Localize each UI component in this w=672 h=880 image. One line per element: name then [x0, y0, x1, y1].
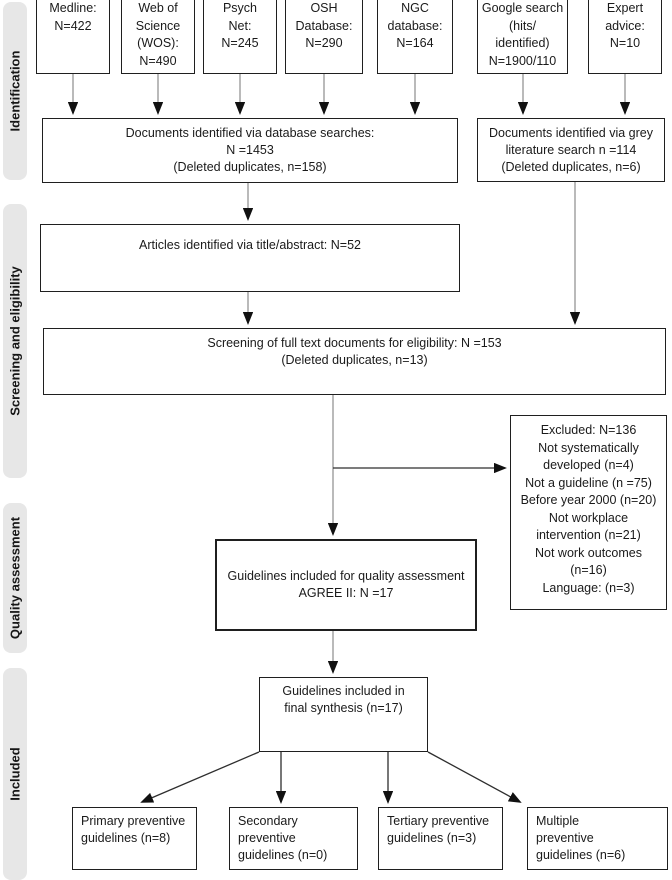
stage-label-quality: Quality assessment — [7, 516, 23, 640]
stage-label-identification: Identification — [7, 50, 23, 132]
source-box-psychnet: Psych Net: N=245 — [203, 0, 277, 74]
title-abstract-box: Articles identified via title/abstract: … — [40, 224, 460, 292]
stage-rail-screening: Screening and eligibility — [3, 204, 27, 478]
final-synthesis-box: Guidelines included in final synthesis (… — [259, 677, 428, 752]
source-box-osh: OSH Database: N=290 — [285, 0, 363, 74]
excluded-box: Excluded: N=136 Not systematically devel… — [510, 415, 667, 610]
stage-label-screening: Screening and eligibility — [7, 266, 23, 416]
outcome-box-tertiary: Tertiary preventive guidelines (n=3) — [378, 807, 503, 870]
outcome-box-primary: Primary preventive guidelines (n=8) — [72, 807, 197, 870]
source-box-expert: Expert advice: N=10 — [588, 0, 662, 74]
stage-rail-quality: Quality assessment — [3, 503, 27, 653]
arrow-synthesis-to-primary — [140, 751, 260, 803]
full-text-screening-box: Screening of full text documents for eli… — [43, 328, 666, 395]
stage-label-included: Included — [7, 747, 23, 801]
database-results-box: Documents identified via database search… — [42, 118, 458, 183]
source-box-web-of-science: Web of Science (WOS): N=490 — [121, 0, 195, 74]
outcome-box-secondary: Secondary preventive guidelines (n=0) — [229, 807, 358, 870]
arrow-synthesis-to-multiple — [427, 751, 522, 803]
source-box-medline: Medline: N=422 — [36, 0, 110, 74]
stage-rail-identification: Identification — [3, 2, 27, 180]
outcome-box-multiple: Multiple preventive guidelines (n=6) — [527, 807, 668, 870]
source-box-google: Google search (hits/ identified) N=1900/… — [477, 0, 568, 74]
stage-rail-included: Included — [3, 668, 27, 880]
source-box-ngc: NGC database: N=164 — [377, 0, 453, 74]
quality-assessment-box: Guidelines included for quality assessme… — [215, 539, 477, 631]
grey-literature-box: Documents identified via grey literature… — [477, 118, 665, 182]
